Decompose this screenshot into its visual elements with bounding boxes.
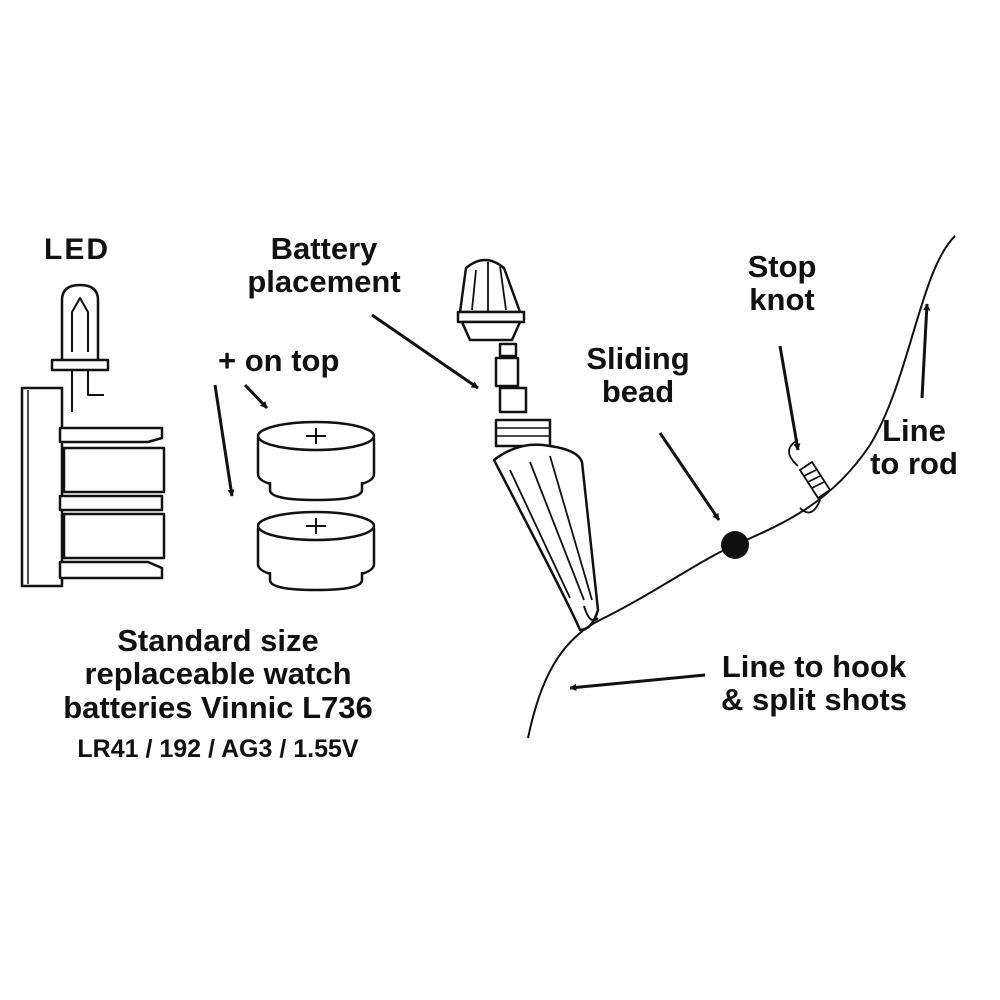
stop-knot-label: Stop knot xyxy=(732,250,832,317)
battery-placement-line-1: Battery xyxy=(270,231,378,266)
line-to-rod-label: Line to rod xyxy=(858,414,970,481)
led-holder-illustration xyxy=(20,283,166,588)
stop-knot-line-1: Stop xyxy=(747,249,817,284)
arrow-stop-knot xyxy=(778,345,801,451)
arrow-line-to-rod xyxy=(920,303,931,399)
standard-size-line-1: Standard size xyxy=(117,623,319,658)
sliding-bead-line-1: Sliding xyxy=(586,341,690,376)
plus-on-top-label: + on top xyxy=(218,343,340,378)
arrow-battery-placement xyxy=(371,313,479,390)
sliding-bead-line-2: bead xyxy=(601,374,675,410)
arrow-line-to-hook xyxy=(569,673,706,691)
battery-placement-label: Battery placement xyxy=(226,232,422,299)
float-illustration xyxy=(456,258,600,632)
sliding-bead-illustration xyxy=(721,531,749,559)
standard-size-label: Standard size replaceable watch batterie… xyxy=(28,623,408,725)
battery-bottom-illustration xyxy=(256,510,376,592)
stop-knot-illustration xyxy=(788,439,832,514)
battery-top-illustration xyxy=(256,420,376,502)
battery-placement-line-2: placement xyxy=(247,264,401,300)
arrow-sliding-bead xyxy=(658,432,721,521)
battery-codes-label: LR41 / 192 / AG3 / 1.55V xyxy=(77,735,359,763)
line-to-hook-line-2: & split shots xyxy=(720,682,907,718)
line-to-rod-line-1: Line xyxy=(882,413,946,448)
line-to-rod-line-2: to rod xyxy=(870,446,958,482)
sliding-bead-label: Sliding bead xyxy=(570,342,706,409)
arrow-plus-on-top xyxy=(243,383,269,410)
arrow-down-to-batteries xyxy=(213,384,235,497)
led-label: LED xyxy=(44,233,110,266)
callout-arrows xyxy=(213,303,931,691)
standard-size-line-2: replaceable watch xyxy=(84,656,352,692)
standard-size-line-3: batteries Vinnic L736 xyxy=(63,689,373,725)
line-to-hook-line-1: Line to hook xyxy=(721,649,907,684)
stop-knot-line-2: knot xyxy=(749,282,815,318)
line-to-hook-label: Line to hook & split shots xyxy=(706,650,922,717)
